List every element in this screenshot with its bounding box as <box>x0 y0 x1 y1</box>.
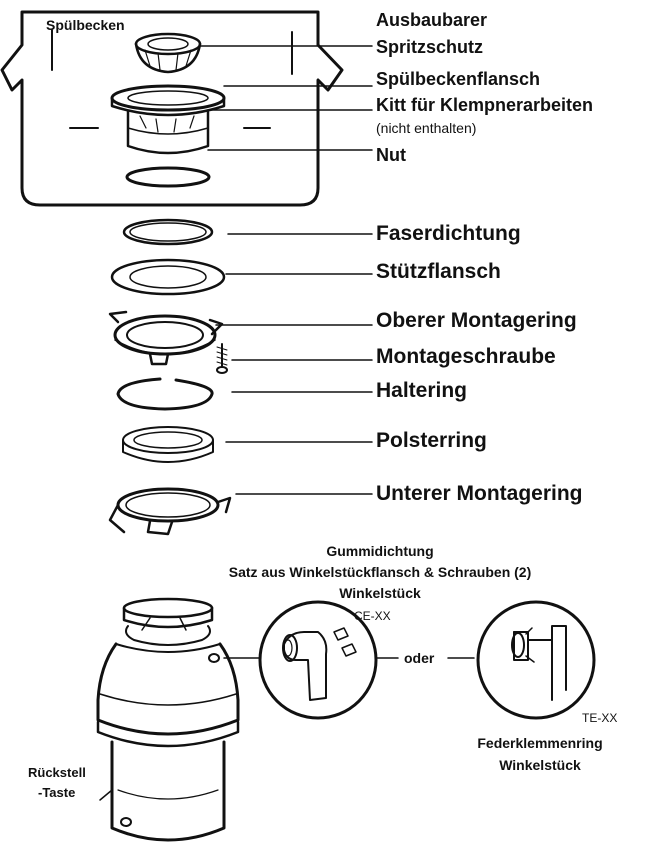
snap-ring-drawing <box>116 377 214 411</box>
ce-code-label: CE-XX <box>354 609 391 623</box>
groove-label: Nut <box>376 145 406 165</box>
sink-flange-label: Spülbeckenflansch <box>376 69 541 89</box>
or-label: oder <box>404 650 435 666</box>
upper-mount-ring-drawing <box>108 310 224 366</box>
putty-label: Kitt für Klempnerarbeiten <box>376 95 594 115</box>
splash-guard-drawing <box>134 32 202 74</box>
cushion-ring-label: Polsterring <box>376 429 487 452</box>
snap-ring-label: Haltering <box>376 379 468 402</box>
backup-flange-label: Stützflansch <box>376 260 501 283</box>
putty-note: (nicht enthalten) <box>376 120 477 136</box>
upper-mount-ring-label: Oberer Montagering <box>376 309 577 332</box>
ce-elbow-detail <box>258 600 378 720</box>
cushion-ring-drawing <box>122 426 214 463</box>
te-code-label: TE-XX <box>582 711 618 725</box>
spring-clamp-label-line2: Winkelstück <box>499 757 581 773</box>
leader-lines <box>99 45 475 801</box>
mount-screw-label: Montageschraube <box>376 345 556 368</box>
reset-button-label-line1: Rückstell <box>28 765 86 780</box>
mount-screw-drawing <box>216 343 228 374</box>
lower-mount-ring-drawing <box>108 487 232 536</box>
lower-mount-ring-label: Unterer Montagering <box>376 482 583 505</box>
splash-guard-label-line1: Ausbaubarer <box>376 10 488 30</box>
elbow-label: Winkelstück <box>339 585 421 601</box>
rubber-gasket-label: Gummidichtung <box>326 543 434 559</box>
fiber-gasket-drawing <box>122 218 214 246</box>
sink-flange-drawing <box>110 84 226 155</box>
reset-button-label-line2: -Taste <box>38 785 76 800</box>
spring-clamp-label-line1: Federklemmenring <box>477 735 603 751</box>
fiber-gasket-label: Faserdichtung <box>376 222 521 245</box>
sink-outline <box>0 10 344 207</box>
elbow-kit-label: Satz aus Winkelstückflansch & Schrauben … <box>228 564 532 580</box>
disposer-drawing <box>96 597 240 842</box>
groove-ring-drawing <box>125 166 211 188</box>
te-elbow-detail <box>476 600 596 720</box>
splash-guard-label-line2: Spritzschutz <box>376 37 484 57</box>
backup-flange-drawing <box>110 258 226 296</box>
sink-label: Spülbecken <box>46 17 125 33</box>
